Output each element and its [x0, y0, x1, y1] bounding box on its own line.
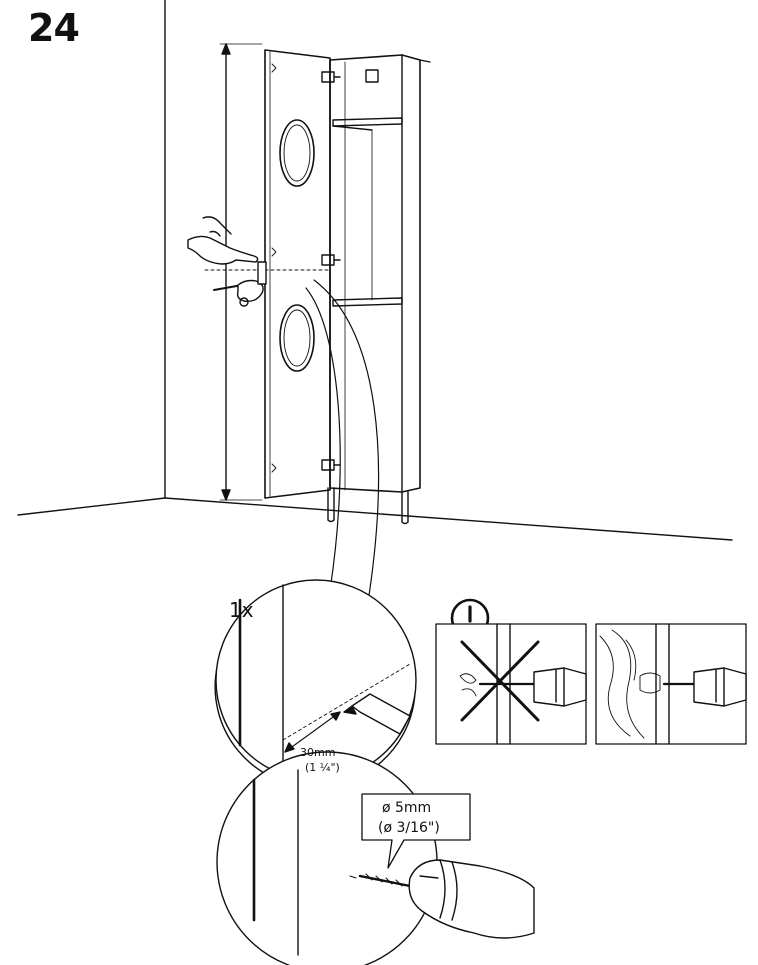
hinge-middle [321, 254, 341, 266]
callout-pointer-outer [313, 279, 380, 603]
detail-circle-mark [214, 579, 417, 788]
incorrect-drilling-panel [435, 623, 587, 745]
distance-mm-label: 30mm [300, 746, 335, 759]
cross-icon [460, 640, 540, 722]
drill-size-mm-label: ø 5mm [382, 800, 431, 816]
room-lines [17, 0, 733, 541]
callout-pointer [305, 287, 341, 591]
drill-size-callout [361, 793, 471, 869]
distance-in-label: (1 ¼") [305, 761, 340, 774]
cabinet [321, 54, 431, 525]
detail-circle-drill [216, 751, 535, 965]
hinge-bottom [321, 459, 341, 471]
pencil-icon [213, 261, 267, 307]
cabinet-door [264, 49, 331, 499]
drill-icon [408, 859, 535, 939]
hinge-top [321, 71, 341, 83]
correct-drilling-panel [595, 623, 747, 745]
drill-size-in-label: (ø 3/16") [378, 820, 440, 836]
quantity-label: 1x [229, 598, 254, 622]
step-number: 24 [28, 6, 80, 50]
height-dimension [219, 43, 263, 501]
pointing-hand-icon [187, 216, 259, 265]
